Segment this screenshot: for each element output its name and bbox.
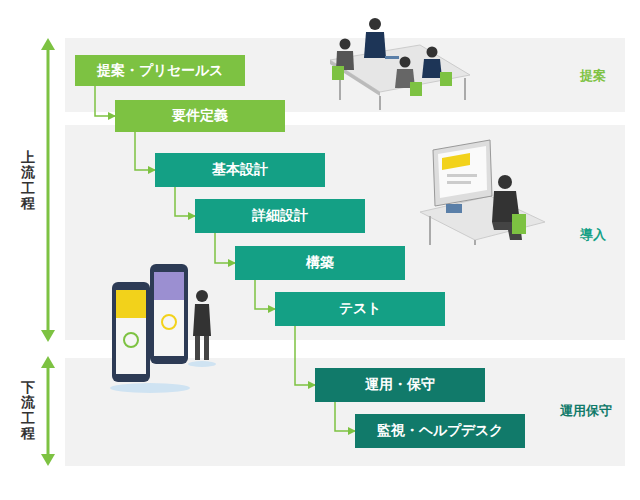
step-label: 基本設計 (212, 161, 268, 179)
desk-illustration (420, 140, 545, 245)
flow-connector (215, 233, 235, 263)
process-box: 監視・ヘルプデスク (355, 414, 525, 448)
process-box: 詳細設計 (195, 199, 365, 233)
step-label: 監視・ヘルプデスク (377, 422, 503, 440)
process-box: 要件定義 (115, 100, 285, 132)
stage-label: 提案 (580, 67, 606, 85)
flow-connector (295, 326, 315, 385)
step-label: 要件定義 (172, 107, 228, 125)
process-box: 提案・プリセールス (75, 55, 245, 86)
process-box: 構築 (235, 246, 405, 280)
step-label: 提案・プリセールス (97, 62, 223, 80)
process-phase-label: 下流工程 (21, 380, 35, 442)
flow-connector (135, 132, 155, 170)
process-box: テスト (275, 292, 445, 326)
step-label: テスト (339, 300, 381, 318)
stage-label: 運用保守 (560, 402, 612, 420)
phase-arrow (41, 38, 55, 466)
process-box: 基本設計 (155, 153, 325, 187)
step-label: 構築 (306, 254, 334, 272)
stage-label: 導入 (580, 226, 606, 244)
process-box: 運用・保守 (315, 368, 485, 402)
flow-connector (95, 86, 115, 116)
phone-illustration (110, 264, 216, 393)
process-phase-label: 上流工程 (21, 150, 35, 212)
step-label: 詳細設計 (252, 207, 308, 225)
flow-connector (335, 402, 355, 431)
flow-connector (175, 187, 195, 216)
flow-connector (255, 280, 275, 309)
step-label: 運用・保守 (365, 376, 435, 394)
meeting-illustration (330, 18, 470, 110)
